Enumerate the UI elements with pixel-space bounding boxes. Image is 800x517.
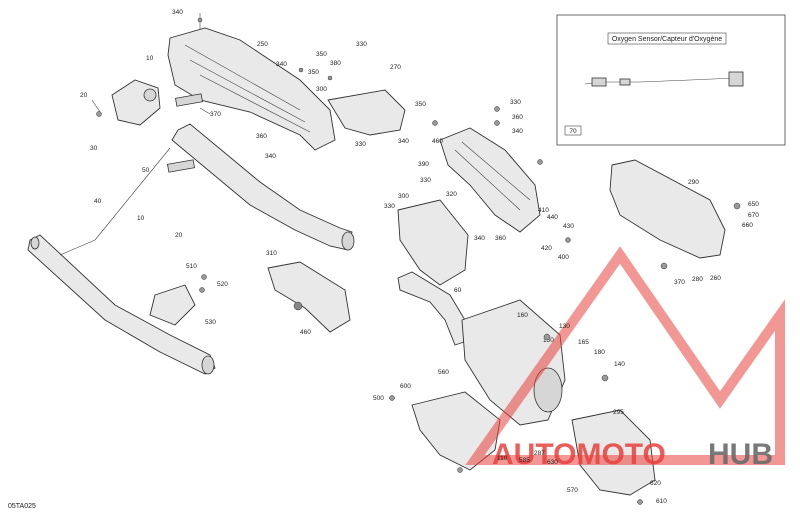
callout: 300 xyxy=(316,86,327,93)
callout: 180 xyxy=(594,349,605,356)
callout: 340 xyxy=(172,9,183,16)
callout: 340 xyxy=(474,235,485,242)
callout: 340 xyxy=(276,61,287,68)
callout: 20 xyxy=(175,232,183,239)
callout: 320 xyxy=(446,191,457,198)
callout: 600 xyxy=(400,383,411,390)
callout: 10 xyxy=(146,55,154,62)
callout: 510 xyxy=(186,263,197,270)
callout: 650 xyxy=(748,201,759,208)
inlet-flange xyxy=(111,79,161,126)
bracket-310 xyxy=(267,261,351,333)
callout: 610 xyxy=(656,498,667,505)
callout: 110 xyxy=(497,455,508,462)
callout: 360 xyxy=(495,235,506,242)
callout: 570 xyxy=(567,487,578,494)
callout: 350 xyxy=(415,101,426,108)
callout: 370 xyxy=(210,111,221,118)
callout: 330 xyxy=(510,99,521,106)
callout: 340 xyxy=(265,153,276,160)
callout: 30 xyxy=(90,145,98,152)
bracket-270 xyxy=(327,89,406,136)
mid-pipe-60 xyxy=(397,271,471,346)
callout: 287 xyxy=(534,450,545,457)
callout: 430 xyxy=(563,223,574,230)
callout: 140 xyxy=(614,361,625,368)
callout: 560 xyxy=(438,369,449,376)
gasket-upper xyxy=(175,93,203,107)
callout-labels: 340 250 10 20 30 370 340 350 350 330 380… xyxy=(80,9,759,505)
callout: 340 xyxy=(398,138,409,145)
callout: 380 xyxy=(330,60,341,67)
callout: 340 xyxy=(512,128,523,135)
callout: 520 xyxy=(217,281,228,288)
callout: 460 xyxy=(432,138,443,145)
callout: 390 xyxy=(418,161,429,168)
callout: 420 xyxy=(541,245,552,252)
upper-heat-shield xyxy=(167,27,336,151)
callout: 670 xyxy=(748,212,759,219)
callout: 280 xyxy=(692,276,703,283)
inset-title: Oxygen Sensor/Capteur d'Oxygène xyxy=(612,36,722,43)
callout: 260 xyxy=(710,275,721,282)
clamp-530 xyxy=(149,284,196,326)
gasket-lower xyxy=(167,159,195,173)
rear-lower-pipe xyxy=(27,234,216,375)
callout: 360 xyxy=(512,114,523,121)
callout: 330 xyxy=(356,41,367,48)
callout: 530 xyxy=(205,319,216,326)
inset-ref: 70 xyxy=(569,128,577,135)
oxygen-sensor-inset: Oxygen Sensor/Capteur d'Oxygène 70 xyxy=(556,14,786,146)
watermark-text-gray: HUB xyxy=(708,438,773,471)
callout: 295 xyxy=(613,409,624,416)
callout: 330 xyxy=(384,203,395,210)
callout: 290 xyxy=(688,179,699,186)
callout: 310 xyxy=(266,250,277,257)
watermark-logo: AUTOMOTO HUB xyxy=(465,246,785,471)
callout: 160 xyxy=(517,312,528,319)
callout: 10 xyxy=(137,215,145,222)
callout: 165 xyxy=(578,339,589,346)
fasteners xyxy=(96,17,741,505)
callout: 585 xyxy=(519,457,530,464)
callout: 20 xyxy=(80,92,88,99)
callout: 500 xyxy=(373,395,384,402)
diagram-code: 05TA025 xyxy=(8,503,36,510)
callout: 50 xyxy=(142,167,150,174)
tail-pipe-tip xyxy=(571,409,656,496)
callout: 300 xyxy=(398,193,409,200)
watermark-text-red: AUTOMOTO xyxy=(492,438,666,471)
callout: 130 xyxy=(559,323,570,330)
callout: 360 xyxy=(256,133,267,140)
leader-lines xyxy=(59,13,211,256)
heat-shield-290 xyxy=(609,159,726,259)
callout: 60 xyxy=(454,287,462,294)
bracket-300 xyxy=(397,199,469,286)
callout: 330 xyxy=(355,141,366,148)
callout: 460 xyxy=(300,329,311,336)
callout: 620 xyxy=(650,480,661,487)
callout: 440 xyxy=(547,214,558,221)
callout: 350 xyxy=(308,69,319,76)
callout: 410 xyxy=(538,207,549,214)
callout: 400 xyxy=(558,254,569,261)
callout: 630 xyxy=(547,459,558,466)
callout: 250 xyxy=(257,41,268,48)
callout: 150 xyxy=(543,337,554,344)
callout: 270 xyxy=(390,64,401,71)
heat-shield-320 xyxy=(439,127,541,233)
callout: 40 xyxy=(94,198,102,205)
callout: 660 xyxy=(742,222,753,229)
callout: 330 xyxy=(420,177,431,184)
callout: 370 xyxy=(674,279,685,286)
callout: 350 xyxy=(316,51,327,58)
